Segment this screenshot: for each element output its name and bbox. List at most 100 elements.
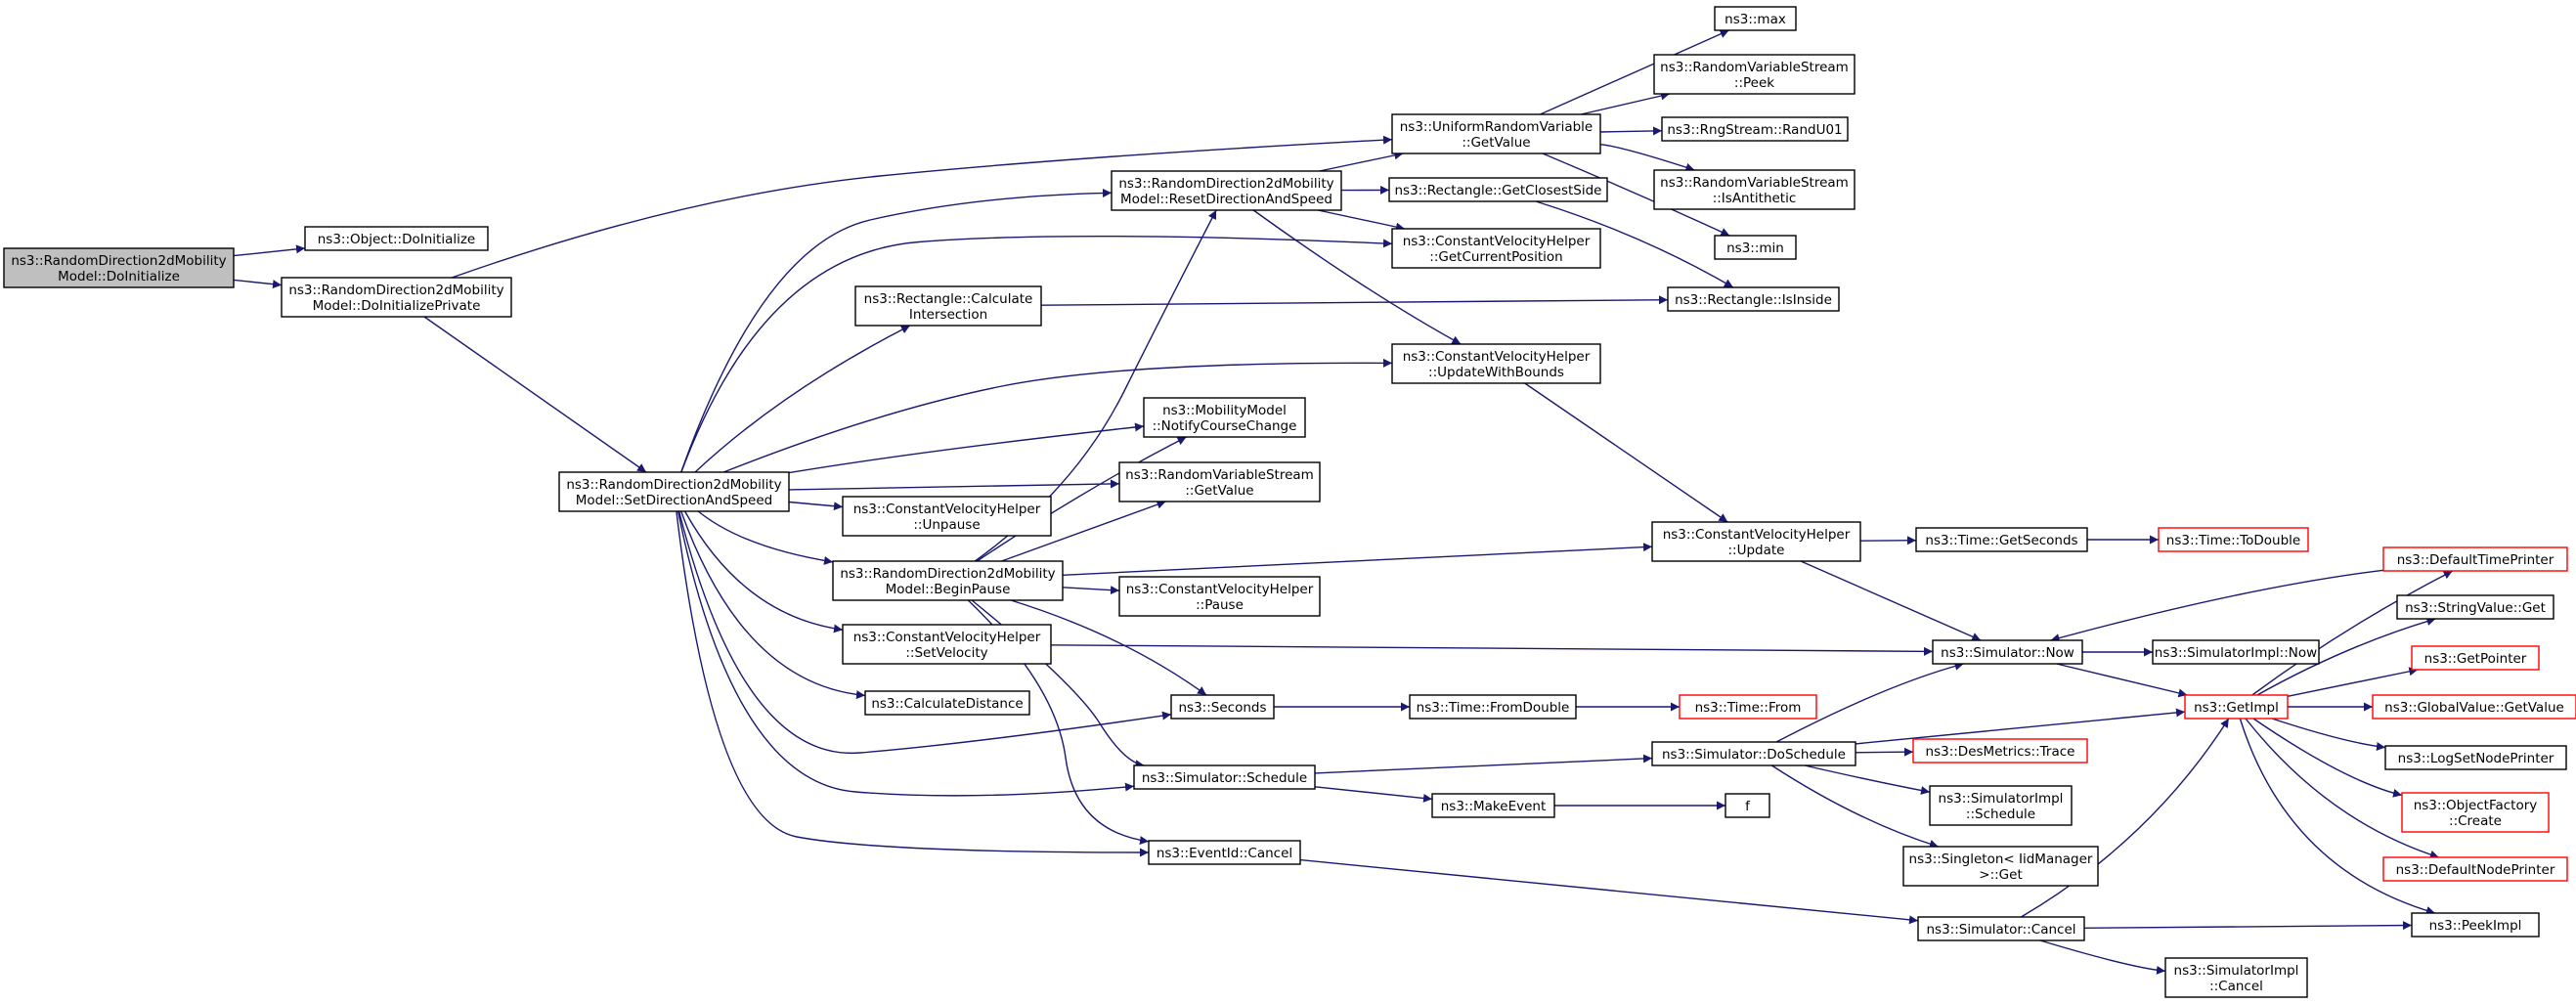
node-box	[304, 226, 489, 251]
node-label: ns3::Seconds	[1179, 700, 1267, 716]
node-box	[2411, 912, 2540, 938]
node-f[interactable]: f	[1725, 793, 1770, 818]
node-globalval[interactable]: ns3::GlobalValue::GetValue	[2372, 694, 2576, 720]
node-rvs-getvalue[interactable]: ns3::RandomVariableStream::GetValue	[1118, 461, 1321, 502]
node-cvh-getpos[interactable]: ns3::ConstantVelocityHelper::GetCurrentP…	[1391, 228, 1601, 269]
node-box	[2384, 745, 2567, 770]
node-cvh-updbounds[interactable]: ns3::ConstantVelocityHelper::UpdateWithB…	[1391, 343, 1601, 384]
node-label: Intersection	[909, 307, 987, 323]
node-box	[1391, 113, 1601, 154]
node-calcdist[interactable]: ns3::CalculateDistance	[864, 690, 1030, 716]
node-deftimeprinter[interactable]: ns3::DefaultTimePrinter	[2382, 546, 2568, 572]
node-desmetrics[interactable]: ns3::DesMetrics::Trace	[1912, 738, 2088, 764]
node-setdir[interactable]: ns3::RandomDirection2dMobilityModel::Set…	[558, 471, 790, 512]
call-edge-cvh_updbounds-to-cvh_update	[1524, 382, 1728, 523]
node-max[interactable]: ns3::max	[1714, 6, 1797, 31]
node-time-todouble[interactable]: ns3::Time::ToDouble	[2158, 527, 2309, 552]
node-label: ns3::LogSetNodePrinter	[2398, 751, 2554, 766]
node-box	[1902, 846, 2099, 887]
node-label: Model::DoInitializePrivate	[313, 298, 481, 314]
node-eventid-cancel[interactable]: ns3::EventId::Cancel	[1148, 840, 1301, 865]
node-strval-get[interactable]: ns3::StringValue::Get	[2396, 594, 2554, 620]
node-beginpause[interactable]: ns3::RandomDirection2dMobilityModel::Beg…	[832, 560, 1064, 601]
node-box	[1917, 916, 2085, 941]
call-edge-setdir-to-calcdist	[680, 510, 866, 700]
call-edge-rect_calc-to-rect_inside	[1040, 295, 1669, 306]
node-urv-get[interactable]: ns3::UniformRandomVariable::GetValue	[1391, 113, 1601, 154]
call-edge-setdir-to-rvs_getvalue	[788, 479, 1120, 491]
node-cvh-setvel[interactable]: ns3::ConstantVelocityHelper::SetVelocity	[842, 624, 1052, 665]
call-edge-urv_get-to-max	[1540, 29, 1729, 115]
node-sim-now[interactable]: ns3::Simulator::Now	[1932, 639, 2083, 665]
call-edge-resetdir-to-cvh_updbounds	[1252, 209, 1462, 345]
node-mm-notify[interactable]: ns3::MobilityModel::NotifyCourseChange	[1143, 397, 1306, 438]
node-time-getsec[interactable]: ns3::Time::GetSeconds	[1915, 527, 2088, 552]
node-simimpl-now[interactable]: ns3::SimulatorImpl::Now	[2152, 639, 2320, 665]
node-obj-doinit[interactable]: ns3::Object::DoInitialize	[304, 226, 489, 251]
node-sim-dosched[interactable]: ns3::Simulator::DoSchedule	[1651, 741, 1856, 766]
node-label: ::Pause	[1196, 597, 1244, 613]
node-label: ::GetValue	[1462, 135, 1530, 151]
node-time-fromdouble[interactable]: ns3::Time::FromDouble	[1409, 694, 1577, 720]
node-getimpl[interactable]: ns3::GetImpl	[2184, 694, 2289, 720]
node-cvh-pause[interactable]: ns3::ConstantVelocityHelper::Pause	[1118, 576, 1321, 617]
node-simimpl-sched[interactable]: ns3::SimulatorImpl::Schedule	[1929, 785, 2073, 826]
call-edge-urv_get-to-min	[1542, 153, 1730, 237]
node-box	[2411, 645, 2540, 671]
node-defnodeprinter[interactable]: ns3::DefaultNodePrinter	[2382, 856, 2568, 882]
node-label: Model::BeginPause	[886, 582, 1011, 597]
node-box	[2158, 527, 2309, 552]
node-label: ::UpdateWithBounds	[1428, 365, 1564, 380]
call-edge-eventid_cancel-to-sim_cancel	[1299, 858, 1919, 925]
node-randu01[interactable]: ns3::RngStream::RandU01	[1661, 116, 1849, 142]
call-edge-urv_get-to-rvs_peek	[1580, 91, 1671, 115]
node-label: ns3::MobilityModel	[1162, 403, 1287, 418]
node-box	[1932, 639, 2083, 665]
node-min[interactable]: ns3::min	[1714, 235, 1797, 260]
call-edge-root-to-doinitpriv	[233, 279, 283, 289]
node-label: Model::ResetDirectionAndSpeed	[1120, 192, 1332, 207]
node-box	[1391, 228, 1601, 269]
node-cvh-unpause[interactable]: ns3::ConstantVelocityHelper::Unpause	[842, 496, 1052, 537]
call-edge-sim_cancel-to-getimpl	[2021, 718, 2230, 918]
node-label: ns3::Time::FromDouble	[1417, 700, 1570, 716]
node-resetdir[interactable]: ns3::RandomDirection2dMobilityModel::Res…	[1111, 170, 1342, 211]
node-label: ::Create	[2449, 813, 2502, 829]
node-label: ns3::ConstantVelocityHelper	[853, 502, 1041, 517]
node-singleton[interactable]: ns3::Singleton< IidManager >::Get	[1902, 846, 2099, 887]
node-box	[1111, 170, 1342, 211]
node-root: ns3::RandomDirection2dMobilityModel::DoI…	[3, 247, 235, 288]
call-edge-cvh_update-to-time_getsec	[1859, 536, 1917, 546]
call-edge-sim_sched-to-sim_dosched	[1314, 754, 1653, 774]
node-sim-sched[interactable]: ns3::Simulator::Schedule	[1133, 764, 1316, 790]
node-logsetnode[interactable]: ns3::LogSetNodePrinter	[2384, 745, 2567, 770]
node-cvh-update[interactable]: ns3::ConstantVelocityHelper::Update	[1651, 521, 1861, 562]
node-sim-cancel[interactable]: ns3::Simulator::Cancel	[1917, 916, 2085, 941]
node-label: >::Get	[1979, 867, 2022, 883]
node-box	[1653, 169, 1856, 210]
node-rvs-peek[interactable]: ns3::RandomVariableStream::Peek	[1653, 54, 1856, 95]
call-edge-root-to-obj_doinit	[233, 244, 306, 257]
node-box	[854, 285, 1042, 327]
node-time-from[interactable]: ns3::Time::From	[1679, 694, 1817, 720]
call-edge-cvh_update-to-sim_now	[1800, 560, 1982, 641]
node-getpointer[interactable]: ns3::GetPointer	[2411, 645, 2540, 671]
node-simimpl-cancel[interactable]: ns3::SimulatorImpl::Cancel	[2164, 957, 2308, 998]
call-edge-sim_sched-to-makeevent	[1314, 786, 1433, 803]
node-rvs-anti[interactable]: ns3::RandomVariableStream::IsAntithetic	[1653, 169, 1856, 210]
call-edge-setdir-to-seconds	[677, 510, 1172, 755]
node-rect-closest[interactable]: ns3::Rectangle::GetClosestSide	[1388, 177, 1608, 202]
node-label: Model::DoInitialize	[58, 269, 180, 284]
node-doinitpriv[interactable]: ns3::RandomDirection2dMobilityModel::DoI…	[281, 277, 512, 318]
node-label: ns3::Simulator::DoSchedule	[1662, 747, 1846, 763]
node-box	[1667, 286, 1840, 312]
node-rect-inside[interactable]: ns3::Rectangle::IsInside	[1667, 286, 1840, 312]
node-makeevent[interactable]: ns3::MakeEvent	[1431, 793, 1555, 818]
call-edge-beginpause-to-cvh_pause	[1062, 586, 1120, 595]
node-objfactory[interactable]: ns3::ObjectFactory::Create	[2401, 792, 2550, 833]
call-edge-getimpl-to-peekimpl	[2239, 718, 2436, 915]
node-seconds[interactable]: ns3::Seconds	[1170, 694, 1275, 720]
node-peekimpl[interactable]: ns3::PeekImpl	[2411, 912, 2540, 938]
node-box	[1148, 840, 1301, 865]
